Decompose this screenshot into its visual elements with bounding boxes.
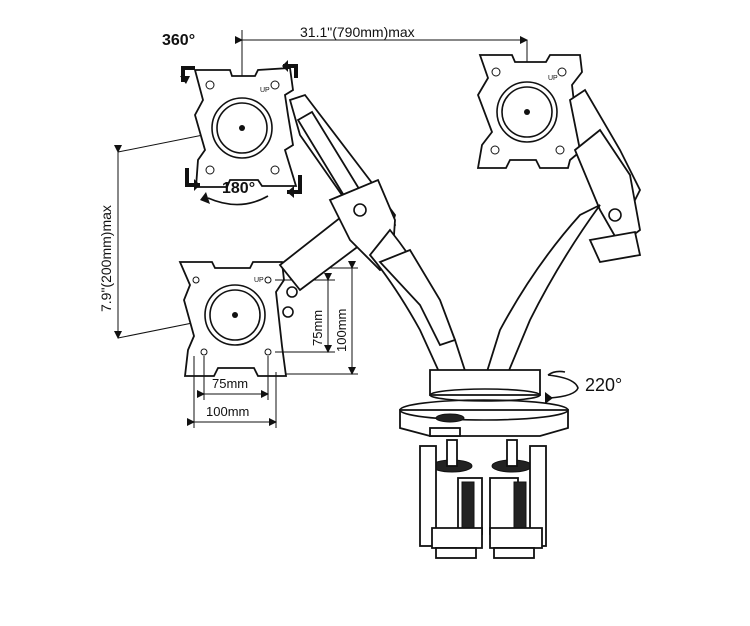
width-max-label: 31.1"(790mm)max — [300, 24, 415, 40]
desk-clamp-right — [489, 439, 547, 559]
right-arm — [483, 88, 642, 381]
desk-clamp-left — [419, 439, 483, 559]
rotation-360-icon — [180, 60, 302, 198]
up-mark-upper-right: UP — [548, 75, 558, 82]
tilt-180-icon — [200, 192, 269, 206]
swivel-220-label: 220° — [585, 375, 622, 395]
up-mark-lower-left: UP — [254, 277, 264, 284]
lower-left-vesa-plate: UP — [178, 261, 288, 377]
up-mark-upper-left: UP — [260, 87, 270, 94]
height-max-label: 7.9"(200mm)max — [98, 205, 114, 312]
rotate-360-label: 360° — [162, 32, 195, 49]
vesa-100-horizontal-label: 100mm — [206, 404, 249, 419]
swivel-220-icon — [545, 370, 579, 404]
vesa-100-vertical-label: 100mm — [334, 309, 349, 352]
upper-left-vesa-plate: UP — [193, 67, 298, 188]
vesa-vertical-dimensions: 75mm 100mm — [275, 261, 358, 375]
left-arm — [278, 93, 470, 387]
vesa-75-horizontal-label: 75mm — [212, 376, 248, 391]
upper-right-vesa-plate: UP — [476, 54, 583, 169]
desk-clamp-base — [399, 399, 569, 437]
vesa-75-vertical-label: 75mm — [310, 310, 325, 346]
tilt-180-label: 180° — [222, 180, 255, 197]
vesa-horizontal-dimensions: 75mm 100mm — [187, 356, 277, 428]
center-column — [429, 369, 541, 402]
